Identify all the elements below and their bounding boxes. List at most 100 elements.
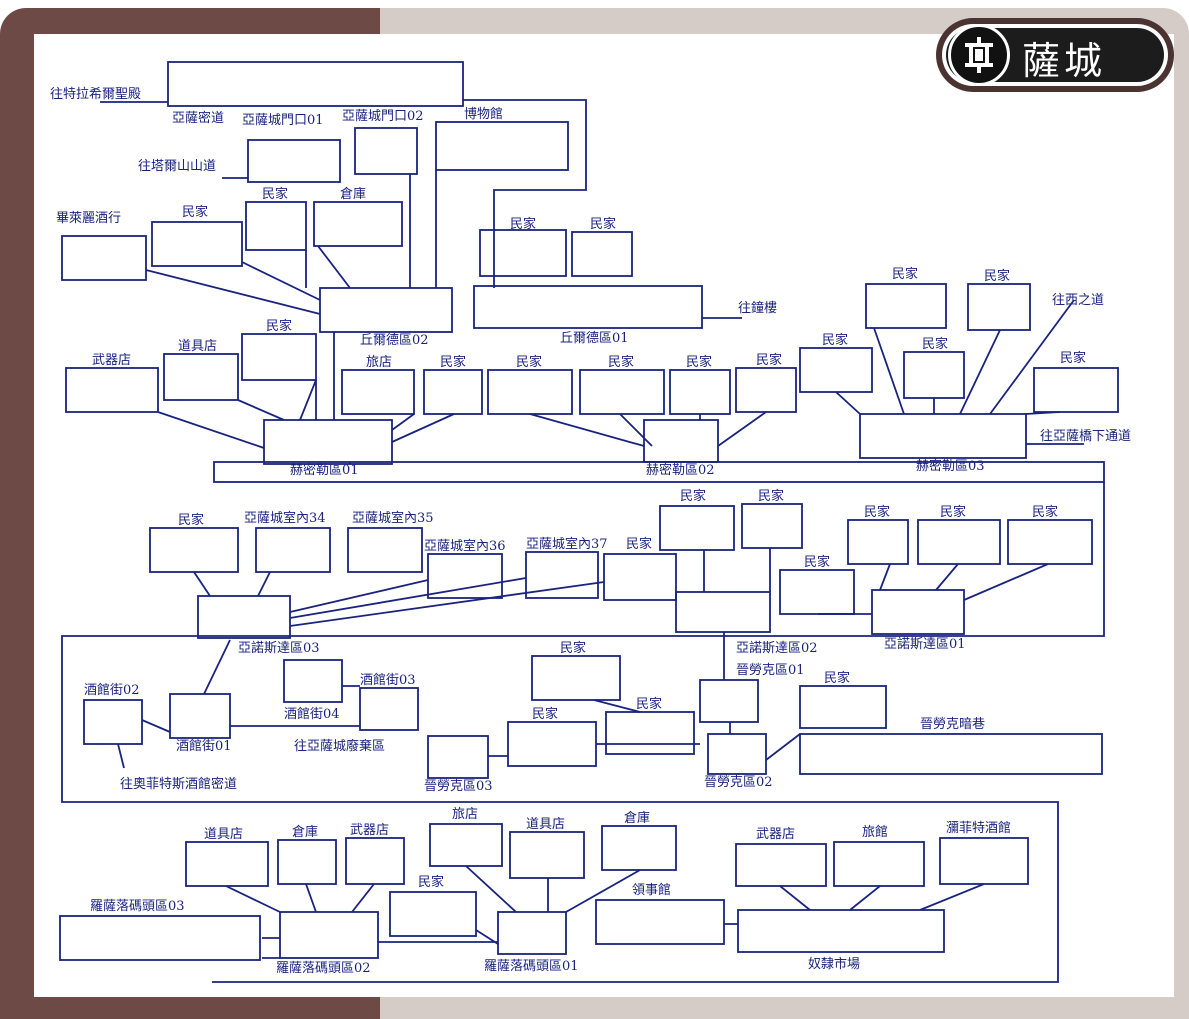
room-house-a	[151, 221, 243, 267]
label-tool: 道具店	[526, 817, 566, 832]
room-pub03	[359, 687, 419, 731]
label-to-ruins[interactable]: 往亞薩城廢棄區	[294, 739, 386, 754]
label-house: 民家	[418, 875, 445, 890]
label-house: 民家	[510, 217, 537, 232]
label-to-tavern-path[interactable]: 往奧菲特斯酒館密道	[120, 777, 238, 792]
room-house-x	[531, 655, 621, 701]
label-house: 民家	[1060, 351, 1087, 366]
label-pub02[interactable]: 酒館街02	[84, 683, 140, 698]
label-liquor[interactable]: 畢萊麗酒行	[56, 211, 122, 226]
label-gate02[interactable]: 亞薩城門口02	[342, 109, 424, 124]
label-house: 民家	[178, 513, 205, 528]
label-zhi03[interactable]: 晉勞克區03	[424, 779, 493, 794]
label-house: 民家	[440, 355, 467, 370]
room-house-y	[605, 711, 695, 755]
page-title: 薩城	[1022, 39, 1107, 83]
label-to-mountain[interactable]: 往塔爾山山道	[138, 159, 217, 174]
label-house: 民家	[822, 333, 849, 348]
room-dock03	[59, 915, 261, 961]
label-house: 民家	[824, 671, 851, 686]
label-house: 民家	[1032, 505, 1059, 520]
label-dock03[interactable]: 羅薩落碼頭區03	[90, 899, 185, 914]
label-secret-path[interactable]: 亞薩密道	[172, 111, 225, 126]
label-inn: 旅店	[366, 355, 393, 370]
room-gate02	[354, 127, 418, 175]
label-pub04[interactable]: 酒館街04	[284, 707, 340, 722]
room-zhi02	[707, 733, 767, 775]
label-house: 民家	[940, 505, 967, 520]
room-house-u	[847, 519, 909, 565]
label-zhi02[interactable]: 晉勞克區02	[704, 775, 773, 790]
room-house-q	[603, 553, 677, 601]
label-to-underpass[interactable]: 往亞薩橋下通道	[1040, 429, 1132, 444]
label-indoor35[interactable]: 亞薩城室內35	[352, 511, 434, 526]
room-house-s	[741, 503, 803, 549]
label-weapon: 武器店	[350, 823, 390, 838]
room-indoor35	[347, 527, 423, 573]
room-house-aa	[799, 685, 887, 729]
label-zhi-alley[interactable]: 晉勞克暗巷	[920, 717, 986, 732]
room-house-m	[967, 283, 1031, 331]
room-liquor	[61, 235, 147, 281]
room-dock02	[279, 911, 379, 959]
label-yanuo03[interactable]: 亞諾斯達區03	[238, 641, 320, 656]
label-museum[interactable]: 博物館	[464, 107, 504, 122]
room-house-d	[571, 231, 633, 277]
label-house: 民家	[984, 269, 1011, 284]
room-dock01	[497, 911, 567, 955]
room-house-c	[479, 229, 567, 277]
room-hotel	[833, 841, 925, 887]
label-he01[interactable]: 赫密勒區01	[290, 463, 359, 478]
label-weapon: 武器店	[756, 827, 796, 842]
label-pub03[interactable]: 酒館街03	[360, 673, 416, 688]
label-consulate[interactable]: 領事館	[632, 883, 672, 898]
label-house: 民家	[756, 353, 783, 368]
label-dock01[interactable]: 羅薩落碼頭區01	[484, 959, 579, 974]
room-house-o	[1033, 367, 1119, 413]
label-gate01[interactable]: 亞薩城門口01	[242, 113, 324, 128]
room-indoor34	[255, 527, 331, 573]
label-house: 民家	[636, 697, 663, 712]
room-house-e	[241, 333, 317, 381]
room-house-t	[779, 569, 855, 615]
label-indoor36[interactable]: 亞薩城室內36	[424, 539, 506, 554]
label-dock02[interactable]: 羅薩落碼頭區02	[276, 961, 371, 976]
label-house: 民家	[560, 641, 587, 656]
label-qiu01[interactable]: 丘爾德區01	[560, 331, 629, 346]
label-he03[interactable]: 赫密勒區03	[916, 459, 985, 474]
label-slave-market[interactable]: 奴隸市場	[808, 957, 861, 972]
room-consulate	[595, 899, 725, 945]
label-to-west[interactable]: 往西之道	[1052, 293, 1105, 308]
room-house-r	[659, 505, 735, 551]
label-house: 民家	[864, 505, 891, 520]
label-inn: 旅店	[452, 807, 479, 822]
label-zhi01[interactable]: 晉勞克區01	[736, 663, 805, 678]
room-indoor36	[427, 553, 503, 599]
label-to-bell-tower[interactable]: 往鐘樓	[738, 301, 778, 316]
label-tavern[interactable]: 瀰菲特酒館	[946, 821, 1012, 836]
room-house-i	[669, 369, 731, 415]
room-gate01	[247, 139, 341, 183]
label-house: 民家	[922, 337, 949, 352]
room-yanuo02	[675, 591, 771, 633]
room-inn-a	[341, 369, 415, 415]
label-house: 民家	[686, 355, 713, 370]
label-yanuo01[interactable]: 亞諾斯達區01	[884, 637, 966, 652]
label-he02[interactable]: 赫密勒區02	[646, 463, 715, 478]
room-tool-b	[185, 841, 269, 887]
room-pub04	[283, 659, 343, 703]
label-qiu02[interactable]: 丘爾德區02	[360, 333, 429, 348]
label-indoor34[interactable]: 亞薩城室內34	[244, 511, 326, 526]
label-yanuo02[interactable]: 亞諾斯達區02	[736, 641, 818, 656]
label-to-temple[interactable]: 往特拉希爾聖殿	[50, 87, 142, 102]
room-weapon-b	[345, 837, 405, 885]
label-indoor37[interactable]: 亞薩城室內37	[526, 537, 608, 552]
middle-outline	[61, 482, 1105, 983]
room-temple	[167, 61, 464, 107]
label-pub01[interactable]: 酒館街01	[176, 739, 232, 754]
label-weapon: 武器店	[92, 353, 132, 368]
room-he01	[263, 419, 393, 465]
room-house-l	[865, 283, 947, 329]
room-house-f	[423, 369, 483, 415]
room-house-g	[487, 369, 573, 415]
